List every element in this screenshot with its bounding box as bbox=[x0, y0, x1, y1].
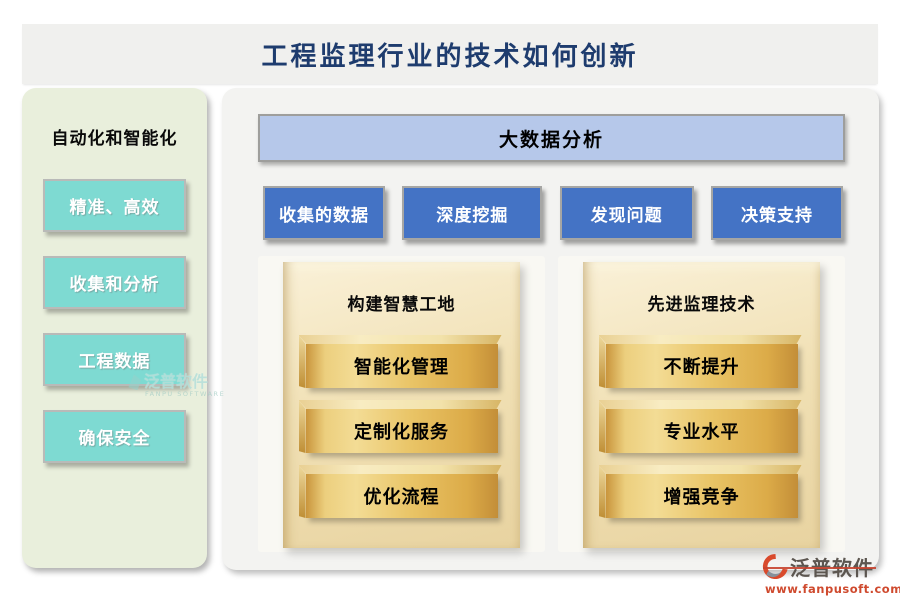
steps-row: 收集的数据 深度挖掘 发现问题 决策支持 bbox=[263, 186, 843, 240]
column-heading-smart-site: 构建智慧工地 bbox=[347, 295, 456, 315]
gold-button-list: 不断提升 专业水平 增强竞争 bbox=[583, 344, 820, 518]
step-decision-support: 决策支持 bbox=[710, 186, 843, 240]
column-heading-advanced-supervision: 先进监理技术 bbox=[647, 295, 756, 315]
fanpu-logo: 泛普软件 www.fanpusoft.com bbox=[761, 552, 900, 596]
step-collected-data: 收集的数据 bbox=[263, 186, 385, 240]
item-enhance-competitiveness: 增强竞争 bbox=[605, 474, 798, 518]
columns-row: 构建智慧工地 智能化管理 定制化服务 优化流程 先进监理技术 不断提升 专业水平… bbox=[258, 256, 845, 552]
sidebar-item-ensure-safety: 确保安全 bbox=[43, 410, 186, 463]
main-panel: 大数据分析 收集的数据 深度挖掘 发现问题 决策支持 构建智慧工地 智能化管理 … bbox=[222, 88, 879, 570]
page-title: 工程监理行业的技术如何创新 bbox=[261, 41, 639, 72]
gold-button-list: 智能化管理 定制化服务 优化流程 bbox=[283, 344, 520, 518]
item-intelligent-management: 智能化管理 bbox=[305, 344, 498, 388]
item-continuous-improvement: 不断提升 bbox=[605, 344, 798, 388]
sidebar-button-list: 精准、高效 收集和分析 工程数据 确保安全 bbox=[22, 149, 207, 463]
column-card-advanced-supervision: 先进监理技术 不断提升 专业水平 增强竞争 bbox=[558, 256, 845, 552]
fanpu-logo-icon bbox=[762, 553, 788, 580]
sidebar-item-collect-analyze: 收集和分析 bbox=[43, 256, 186, 309]
sidebar-item-precise-efficient: 精准、高效 bbox=[43, 179, 186, 232]
sidebar-item-project-data: 工程数据 bbox=[43, 333, 186, 386]
tan-panel-smart-site: 构建智慧工地 智能化管理 定制化服务 优化流程 bbox=[283, 262, 520, 548]
fanpu-logo-url: www.fanpusoft.com bbox=[765, 582, 900, 596]
step-deep-mining: 深度挖掘 bbox=[402, 186, 543, 240]
sidebar-panel: 自动化和智能化 精准、高效 收集和分析 工程数据 确保安全 bbox=[22, 88, 207, 568]
tan-panel-advanced-supervision: 先进监理技术 不断提升 专业水平 增强竞争 bbox=[583, 262, 820, 548]
item-professional-level: 专业水平 bbox=[605, 409, 798, 453]
step-find-problems: 发现问题 bbox=[559, 186, 694, 240]
sidebar-heading: 自动化和智能化 bbox=[51, 129, 178, 149]
column-card-smart-site: 构建智慧工地 智能化管理 定制化服务 优化流程 bbox=[258, 256, 545, 552]
fanpu-logo-name: 泛普软件 bbox=[790, 556, 874, 580]
item-optimize-process: 优化流程 bbox=[305, 474, 498, 518]
banner-big-data-analysis: 大数据分析 bbox=[258, 114, 845, 162]
item-customized-service: 定制化服务 bbox=[305, 409, 498, 453]
title-strip: 工程监理行业的技术如何创新 bbox=[22, 24, 878, 84]
